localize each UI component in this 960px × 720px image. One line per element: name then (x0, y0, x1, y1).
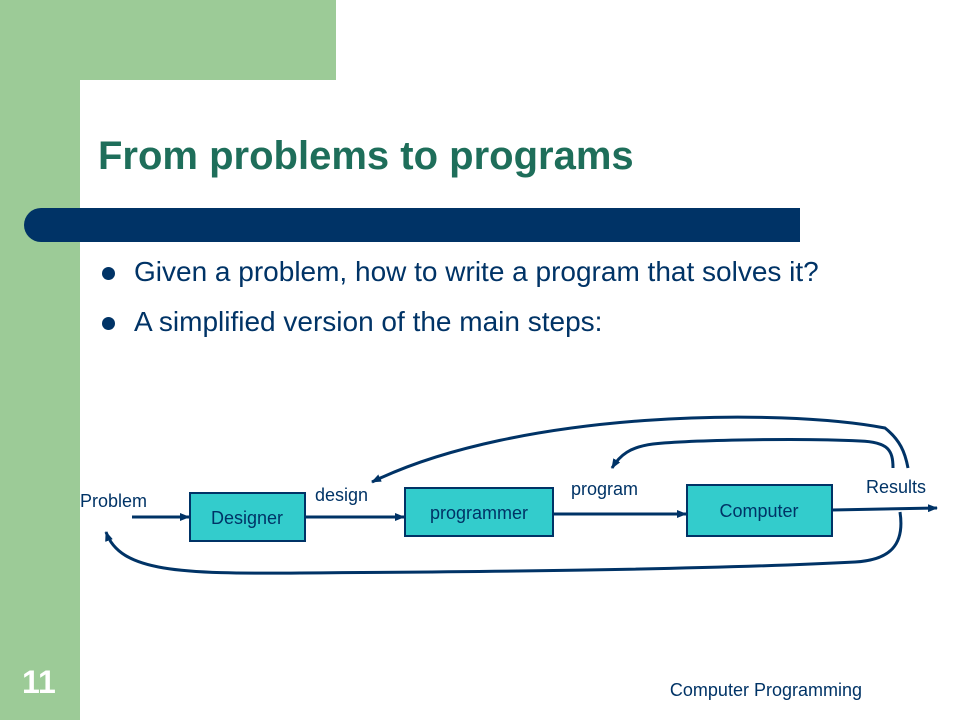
arrow-computer-to-results (831, 504, 938, 513)
designer-node (189, 492, 306, 542)
bullet-text-2: A simplified version of the main steps: (134, 306, 603, 337)
programmer-label: programmer (430, 503, 528, 523)
feedback-results-to-problem (104, 511, 903, 575)
design-label: design (315, 485, 368, 505)
computer-label: Computer (719, 501, 798, 521)
left-sidebar-band (0, 0, 80, 720)
computer-node (686, 484, 833, 537)
designer-label: Designer (211, 508, 283, 528)
bullet-item-1: Given a problem, how to write a program … (100, 254, 900, 290)
feedback-results-to-program (610, 438, 895, 469)
top-accent-band (0, 0, 336, 80)
bullet-item-2: A simplified version of the main steps: (100, 304, 900, 340)
footer-text: Computer Programming (669, 680, 862, 700)
bullet-list: Given a problem, how to write a program … (100, 254, 900, 354)
bullet-dot-icon (102, 317, 115, 330)
problem-label: Problem (80, 491, 147, 511)
title-underline-bar (24, 208, 800, 242)
bullet-dot-icon (102, 267, 115, 280)
feedback-results-to-design (371, 415, 910, 484)
programmer-node (404, 487, 554, 537)
slide-title: From problems to programs (98, 134, 634, 178)
bullet-text-1: Given a problem, how to write a program … (134, 256, 819, 287)
results-label: Results (866, 477, 926, 497)
content-panel (80, 80, 960, 720)
slide-number: 11 (22, 664, 56, 700)
program-label: program (571, 479, 638, 499)
